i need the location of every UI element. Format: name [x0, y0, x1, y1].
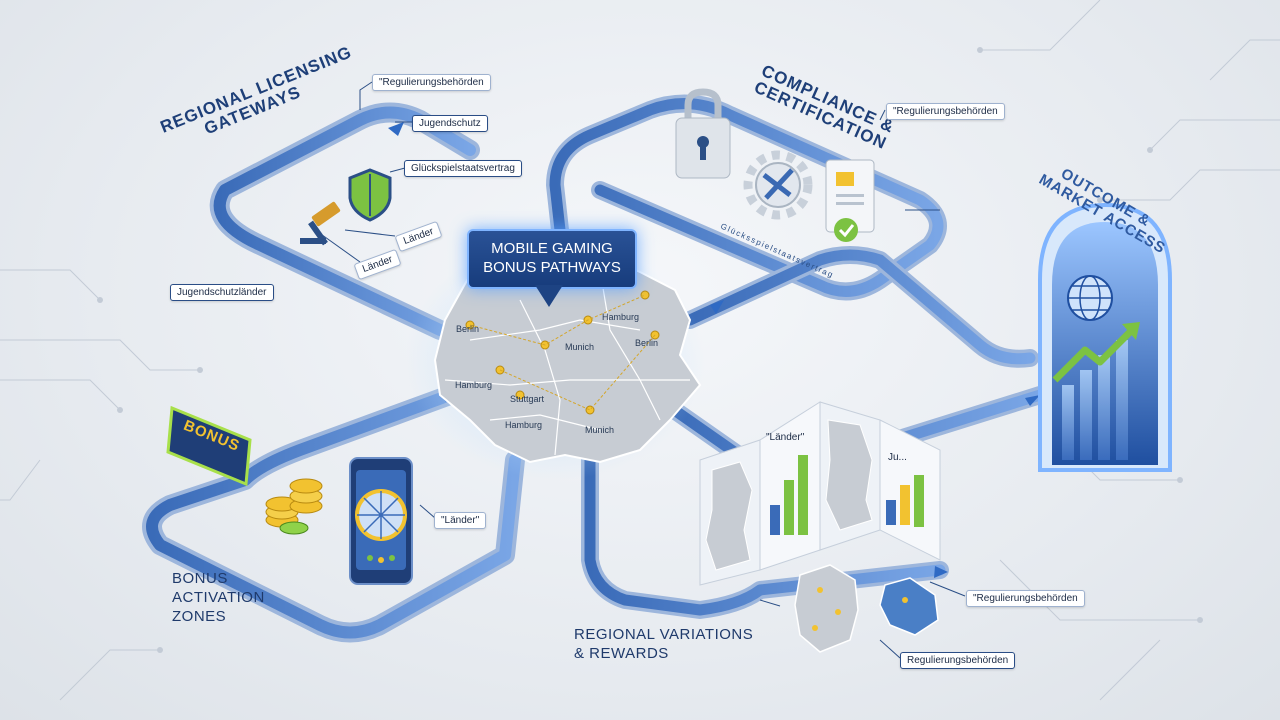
shield-icon [348, 168, 392, 222]
city-label: Hamburg [455, 380, 493, 390]
label-jugendschutz: Jugendschutz [412, 115, 488, 132]
lock-icon [675, 88, 731, 179]
label-jugendschutz-laender: Jugendschutzländer [170, 284, 274, 301]
title-pointer [535, 285, 563, 307]
bonus-sign [166, 405, 252, 487]
label-laender-quote: "Länder" [434, 512, 487, 529]
growth-arrow-icon [1052, 322, 1140, 383]
globe-icon [1067, 275, 1113, 321]
bonus-zones-line3: ZONES [172, 607, 227, 625]
circuit-nodes [97, 47, 1203, 653]
label-gluecksspiel: Glückspielstaatsvertrag [404, 160, 522, 177]
section-regional: REGIONAL VARIATIONS & REWARDS [574, 626, 753, 664]
gear-icon [743, 150, 813, 220]
city-label: Hamburg [505, 420, 543, 430]
city-label: Berlin [635, 338, 659, 348]
phone-wheel-icon [349, 457, 413, 585]
coins-icon [265, 478, 323, 535]
label-chart-short: Ju... [888, 452, 907, 463]
city-label: Berlin [456, 324, 480, 334]
city-label: Stuttgart [510, 394, 545, 404]
gavel-icon [300, 201, 341, 246]
regional-line2: & REWARDS [574, 644, 669, 662]
germany-map-center [433, 253, 702, 464]
bonus-zones-line1: BONUS [172, 570, 228, 587]
city-label: Munich [565, 342, 595, 352]
center-title-box: MOBILE GAMING BONUS PATHWAYS [467, 229, 637, 289]
regional-line1: REGIONAL VARIATIONS [574, 626, 754, 643]
title-line-2: BONUS PATHWAYS [483, 259, 621, 276]
bonus-zones-line2: ACTIVATION [172, 588, 265, 606]
city-label: Munich [585, 425, 615, 435]
label-regulierung-top: "Regulierungsbehörden [372, 74, 491, 91]
label-regulierung-compliance: "Regulierungsbehörden [886, 103, 1005, 120]
label-regulierung-right: "Regulierungsbehörden [966, 590, 1085, 607]
regional-panels [699, 401, 941, 586]
title-line-1: MOBILE GAMING [491, 240, 613, 258]
circuit-lines [0, 0, 1280, 701]
document-check-icon [825, 159, 875, 242]
city-label: Hamburg [602, 312, 640, 322]
section-bonus-zones: BONUS ACTIVATION ZONES [172, 570, 265, 626]
outcome-arch [1038, 202, 1172, 472]
small-maps [794, 564, 939, 653]
label-laender-chart: "Länder" [766, 432, 805, 443]
label-regulierung-bottom: Regulierungsbehörden [900, 652, 1016, 669]
